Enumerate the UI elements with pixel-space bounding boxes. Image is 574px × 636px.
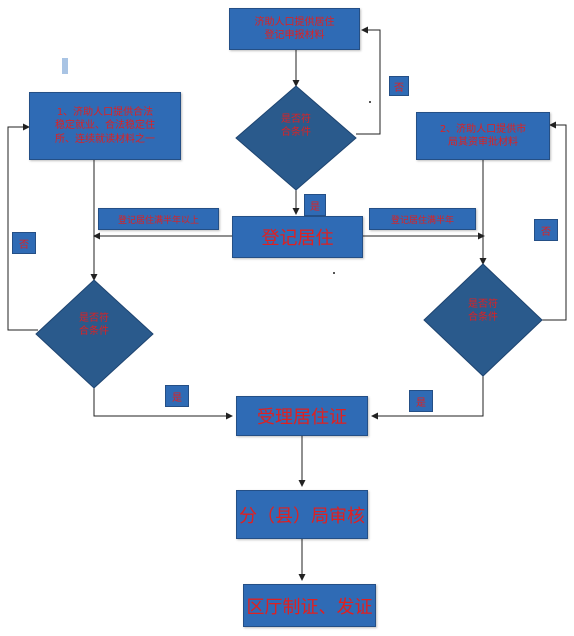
issue-permit-box: 区厅制证、发证 (243, 584, 376, 627)
decision-diamond-right (423, 263, 543, 377)
no-badge-top: 否 (389, 76, 409, 96)
artifact-dot (333, 272, 335, 274)
accept-residence-permit-box: 受理居住证 (236, 396, 368, 436)
box-option-1-materials: 1、济助人口提供合法 稳定就业、合法稳定住 所、连续就读材料之一 (29, 92, 181, 160)
no-badge-right: 否 (534, 219, 558, 241)
decision-diamond-left (35, 279, 154, 389)
top-box-submit-materials: 济助人口提供居住 登记申报材料 (229, 8, 360, 50)
yes-badge-left: 是 (165, 385, 189, 407)
yes-badge-top: 是 (304, 194, 326, 216)
decision-diamond-top (235, 85, 357, 191)
artifact-mark (62, 58, 68, 74)
register-right-label: 登记居住满半年 (369, 208, 476, 230)
register-left-label: 登记居住满半年以上 (98, 208, 219, 230)
diamond-right-label: 是否符 合条件 (468, 299, 498, 323)
district-bureau-review-box: 分（县）局审核 (236, 490, 368, 539)
register-residence-box: 登记居住 (232, 216, 363, 258)
no-badge-left: 否 (12, 232, 36, 254)
artifact-dot (369, 101, 371, 103)
box-option-2-materials: 2、济助人口提供市 局其资审批材料 (416, 112, 550, 160)
diamond-top-label: 是否符 合条件 (281, 114, 311, 138)
diamond-left-label: 是否符 合条件 (79, 313, 109, 337)
yes-badge-right: 是 (409, 390, 433, 412)
